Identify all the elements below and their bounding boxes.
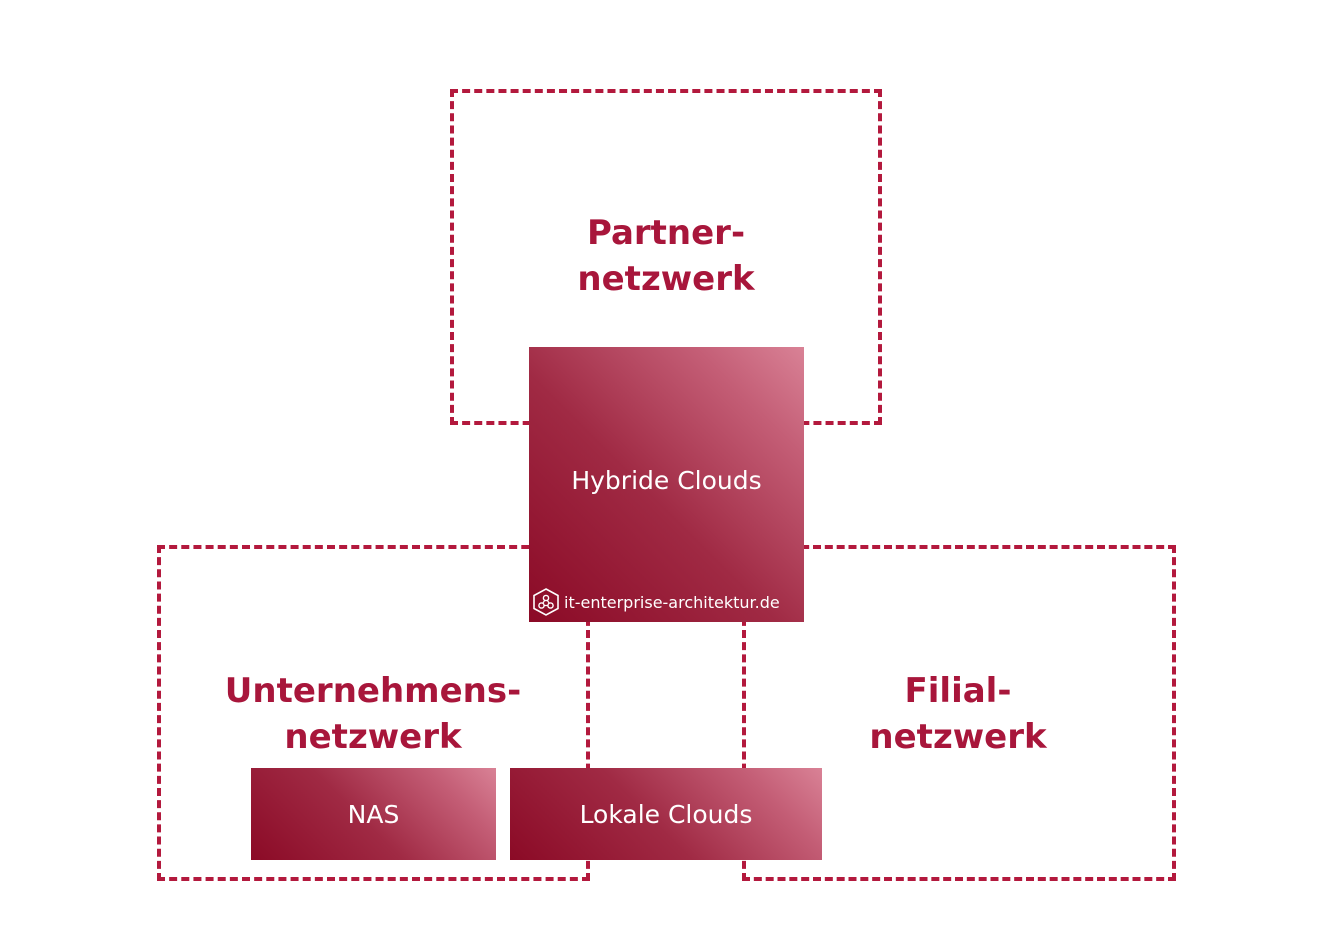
company-network-label: Unternehmens- netzwerk — [223, 668, 523, 760]
local-clouds-label: Lokale Clouds — [579, 799, 753, 829]
partner-network-label: Partner- netzwerk — [566, 210, 766, 302]
company-network-label-line2: netzwerk — [284, 717, 462, 757]
watermark: it-enterprise-architektur.de — [533, 588, 780, 616]
company-network-label-line1: Unternehmens- — [224, 671, 522, 711]
nas-label: NAS — [347, 799, 400, 829]
partner-network-label-line1: Partner- — [586, 213, 746, 253]
watermark-text: it-enterprise-architektur.de — [564, 592, 780, 612]
hybrid-clouds-label: Hybride Clouds — [571, 466, 762, 495]
branch-network-zone — [742, 545, 1176, 881]
hybrid-clouds-block: Hybride Clouds it-enterprise-architektur… — [529, 347, 804, 622]
branch-network-label-line1: Filial- — [904, 671, 1012, 711]
branch-network-label: Filial- netzwerk — [858, 668, 1058, 760]
branch-network-label-line2: netzwerk — [869, 717, 1047, 757]
hexagon-network-logo-icon — [533, 588, 559, 616]
nas-block: NAS — [251, 768, 496, 860]
company-network-zone — [157, 545, 590, 881]
local-clouds-block: Lokale Clouds — [510, 768, 822, 860]
partner-network-label-line2: netzwerk — [577, 259, 755, 299]
